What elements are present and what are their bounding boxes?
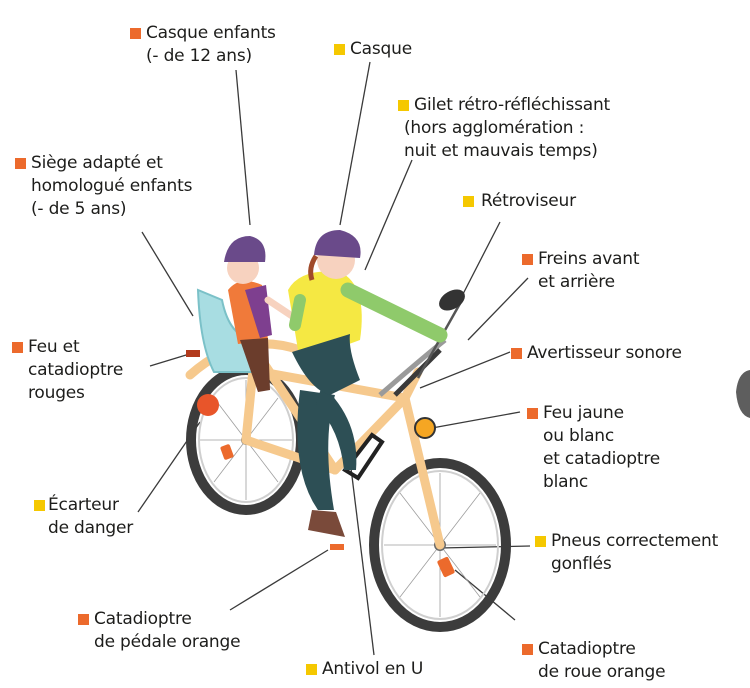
- rear-light: [186, 350, 219, 416]
- label-pneus: Pneus correctement gonflés: [535, 530, 718, 576]
- handlebar: [378, 289, 465, 397]
- legend-square: [34, 500, 45, 511]
- legend-square: [130, 28, 141, 39]
- label-antivol: Antivol en U: [306, 658, 423, 681]
- label-feu-jaune: Feu jaune ou blanc et catadioptre blanc: [527, 402, 660, 494]
- legend-square: [334, 44, 345, 55]
- cropped-decoration: [736, 370, 750, 418]
- label-cata-roue: Catadioptre de roue orange: [522, 638, 666, 684]
- label-gilet: Gilet rétro-réfléchissant (hors agglomér…: [398, 94, 610, 163]
- label-cata-pedale: Catadioptre de pédale orange: [78, 608, 241, 654]
- label-avertisseur: Avertisseur sonore: [511, 342, 682, 365]
- leader-lines: [137, 61, 531, 656]
- label-casque-enfants: Casque enfants (- de 12 ans): [130, 22, 276, 68]
- legend-square: [78, 614, 89, 625]
- label-casque: Casque: [334, 38, 412, 61]
- label-feu-rouge: Feu et catadioptre rouges: [12, 336, 123, 405]
- legend-square: [15, 158, 26, 169]
- pedal-reflector: [330, 544, 344, 550]
- legend-square: [511, 348, 522, 359]
- adult-figure: [288, 230, 448, 537]
- label-ecarteur: Écarteur de danger: [34, 494, 133, 540]
- label-freins: Freins avant et arrière: [522, 248, 640, 294]
- legend-square: [306, 664, 317, 675]
- label-retroviseur: Rétroviseur: [463, 190, 576, 213]
- legend-square: [535, 536, 546, 547]
- legend-square: [522, 254, 533, 265]
- legend-square: [398, 100, 409, 111]
- label-siege: Siège adapté et homologué enfants (- de …: [15, 152, 192, 221]
- u-lock: [342, 432, 385, 481]
- legend-square: [12, 342, 23, 353]
- legend-square: [527, 408, 538, 419]
- legend-square: [522, 644, 533, 655]
- child-figure: [224, 236, 296, 392]
- spoke-reflector-rear: [220, 444, 234, 460]
- legend-square: [463, 196, 474, 207]
- front-light: [414, 417, 436, 439]
